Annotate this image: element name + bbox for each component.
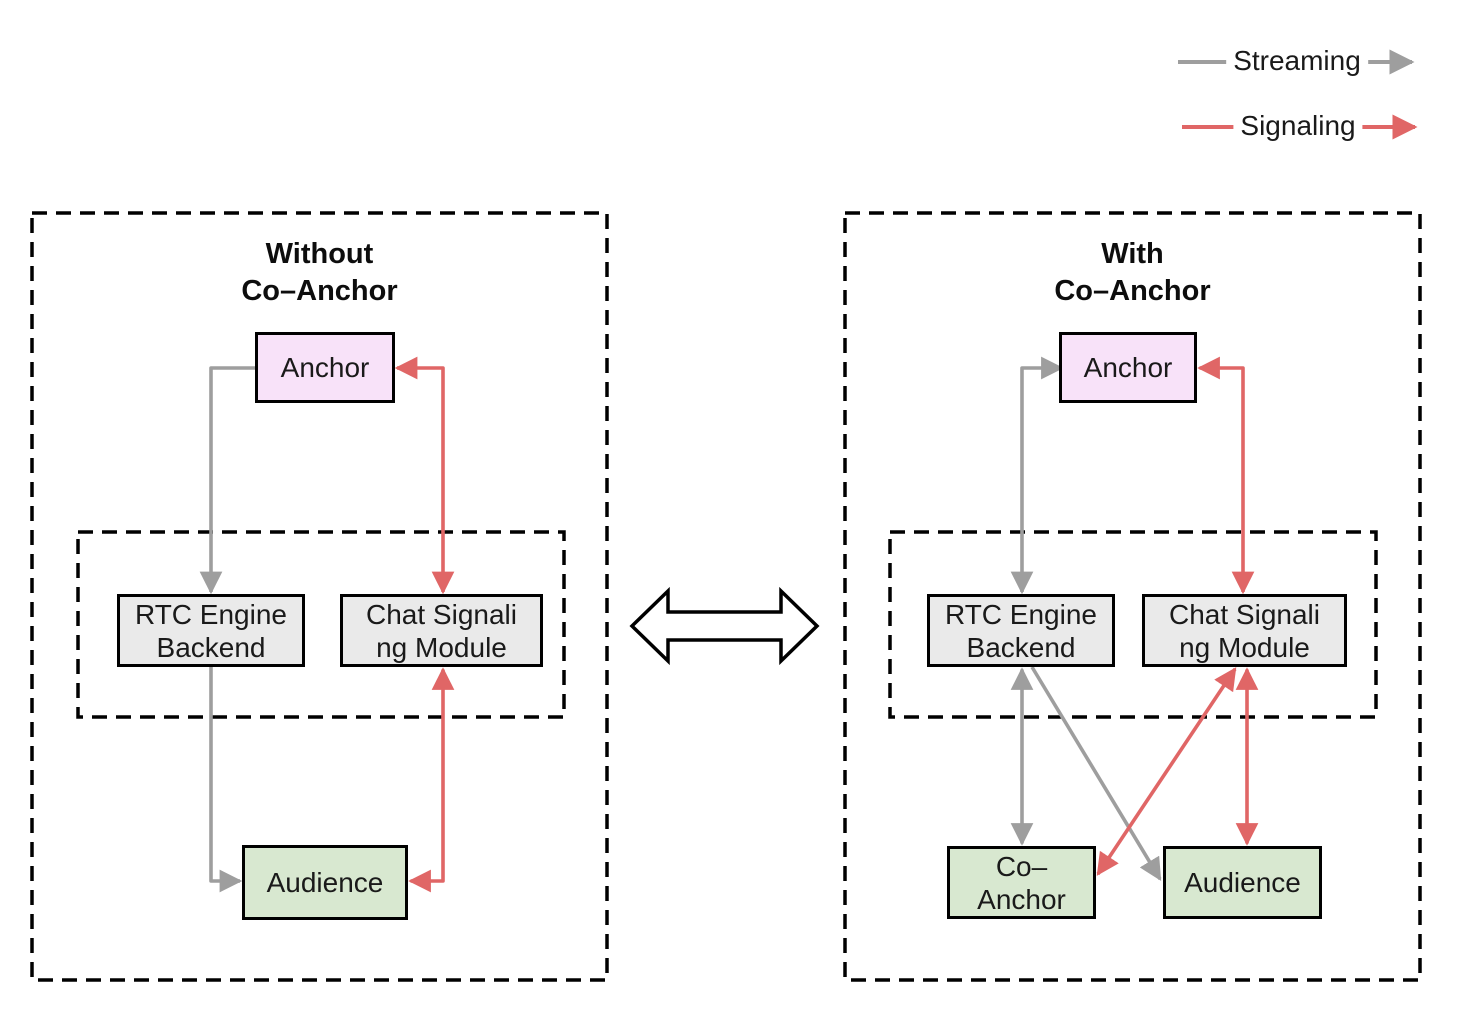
right-panel-title-line1: With [1101,238,1164,270]
edge-signaling-anchor-chat-right [1197,356,1255,595]
right-panel-title-line2: Co–Anchor [1054,275,1211,307]
right-panel-title: With Co–Anchor [845,236,1420,310]
node-chat-signaling-module-left: Chat Signali ng Module [340,594,543,667]
node-co-anchor-label-line2: Anchor [977,883,1066,915]
node-rtc-right-label-line2: Backend [966,631,1076,663]
node-co-anchor-label-line1: Co– [995,850,1048,882]
node-rtc-engine-backend-left: RTC Engine Backend [117,594,305,667]
node-co-anchor: Co– Anchor [947,846,1096,919]
node-rtc-right-label-line1: RTC Engine [944,598,1097,630]
node-audience-left-label: Audience [266,867,384,898]
node-rtc-left-label-line2: Backend [156,631,266,663]
legend-signaling-label: Signaling [1233,110,1363,142]
left-panel-title-line2: Co–Anchor [241,275,398,307]
node-rtc-left-label-line1: RTC Engine [134,598,287,630]
node-chat-left-label-line1: Chat Signali [366,598,517,630]
node-audience-right: Audience [1163,846,1322,919]
node-anchor-right: Anchor [1059,332,1197,403]
node-audience-right-label: Audience [1184,867,1301,898]
edge-streaming-anchor-to-rtc-left [199,366,255,595]
edge-streaming-rtc-to-audience-left [209,667,243,893]
left-panel-title-line1: Without [265,238,374,270]
node-anchor-right-label: Anchor [1083,352,1173,383]
left-backend-group-dashed-border [76,530,566,719]
node-anchor-left: Anchor [255,332,395,403]
node-chat-right-label-line1: Chat Signali [1169,598,1320,630]
equivalence-double-arrow-icon [629,586,820,666]
node-audience-left: Audience [242,845,408,920]
node-chat-left-label-line2: ng Module [376,631,507,663]
node-rtc-engine-backend-right: RTC Engine Backend [927,594,1115,667]
edge-streaming-anchor-rtc-right [1010,356,1064,595]
legend-streaming-label: Streaming [1226,45,1368,77]
edge-signaling-chat-audience-left [408,667,455,893]
node-anchor-left-label: Anchor [280,352,370,383]
edge-signaling-anchor-chat-left [394,356,455,595]
edge-signaling-chat-coanchor-right [1096,667,1237,876]
left-panel-title: Without Co–Anchor [32,236,607,310]
node-chat-right-label-line2: ng Module [1179,631,1310,663]
node-chat-signaling-module-right: Chat Signali ng Module [1142,594,1347,667]
